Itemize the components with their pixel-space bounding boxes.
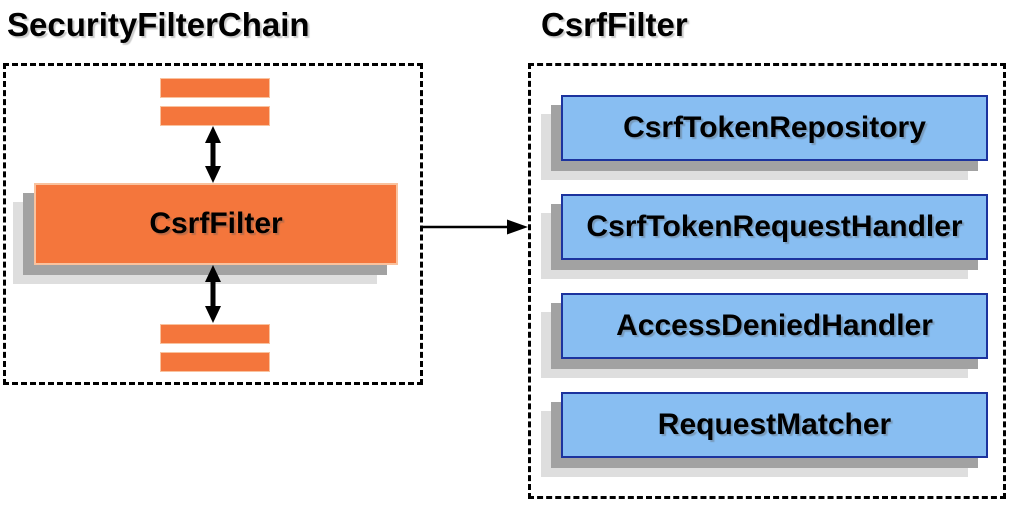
component-label: AccessDeniedHandler xyxy=(616,309,933,342)
component-label: CsrfTokenRepository xyxy=(623,111,926,144)
right-arrow-icon xyxy=(423,219,528,235)
csrf-filter-components-container xyxy=(528,63,1006,499)
filter-placeholder-bar xyxy=(160,352,270,372)
csrf-filter-node-label: CsrfFilter xyxy=(149,207,283,240)
component-label: CsrfTokenRequestHandler xyxy=(586,210,963,243)
component-request-matcher: RequestMatcher xyxy=(561,392,988,458)
double-headed-arrow-icon xyxy=(205,265,221,323)
component-access-denied-handler: AccessDeniedHandler xyxy=(561,293,988,359)
filter-placeholder-bar xyxy=(160,106,270,126)
csrf-filter-node: CsrfFilter xyxy=(34,183,398,265)
security-filter-chain-container xyxy=(3,63,423,385)
component-csrf-token-repository: CsrfTokenRepository xyxy=(561,95,988,161)
double-headed-arrow-icon xyxy=(205,126,221,183)
component-label: RequestMatcher xyxy=(657,408,892,441)
csrf-filter-title: CsrfFilter xyxy=(541,6,688,43)
component-csrf-token-request-handler: CsrfTokenRequestHandler xyxy=(561,194,988,260)
filter-placeholder-bar xyxy=(160,324,270,344)
security-filter-chain-title: SecurityFilterChain xyxy=(7,6,310,43)
filter-placeholder-bar xyxy=(160,78,270,98)
